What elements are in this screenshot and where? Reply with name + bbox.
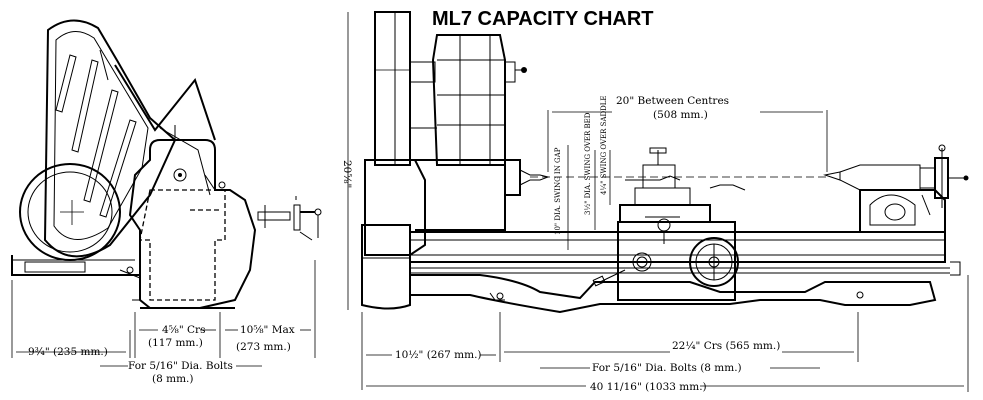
end-view — [11, 19, 257, 309]
dim-swing-saddle: 4¼" SWING OVER SADDLE — [600, 96, 608, 196]
front-view-dimensions: 20" Between Centres (508 mm.) 20⅝" 10" D… — [341, 12, 969, 393]
dim-left-bottom: 10½" (267 mm.) — [395, 349, 482, 361]
dim-max: 10⅝" Max — [240, 324, 295, 336]
dim-left-length: 9¾" (235 mm.) — [28, 346, 108, 358]
dim-between-centres: 20" Between Centres — [616, 95, 729, 107]
countershaft-pulley — [374, 11, 411, 166]
bed-feet — [409, 274, 937, 314]
dim-overall: 40 11/16" (1033 mm.) — [590, 381, 707, 393]
lathe-bed — [409, 231, 946, 263]
dim-bolts-right: For 5/16" Dia. Bolts (8 mm.) — [592, 362, 742, 374]
dim-centres-large: 22¼" Crs (565 mm.) — [672, 340, 780, 352]
chart-title: ML7 CAPACITY CHART — [432, 8, 653, 30]
dim-centres-small-mm: (117 mm.) — [148, 337, 203, 349]
tool-view — [257, 196, 322, 241]
dim-swing-gap: 10" DIA. SWING IN GAP — [554, 147, 562, 235]
front-view — [361, 11, 969, 314]
end-view-dimensions: 9¾" (235 mm.) 4⅝" Crs (117 mm.) 10⅝" Max… — [11, 260, 316, 385]
dim-centres-small: 4⅝" Crs — [162, 324, 205, 336]
tailstock — [859, 189, 946, 233]
motor-pulley — [431, 34, 506, 166]
apron-handwheel — [689, 237, 739, 287]
dim-between-centres-mm: (508 mm.) — [653, 109, 708, 121]
headstock-front — [364, 159, 426, 256]
dim-bolts-left-mm: (8 mm.) — [152, 373, 193, 385]
drum-pulley — [19, 163, 121, 261]
dim-bolts-left: For 5/16" Dia. Bolts — [128, 360, 233, 372]
dim-height: 20⅝" — [341, 160, 353, 188]
dim-max-mm: (273 mm.) — [236, 341, 291, 353]
headstock-end — [128, 139, 257, 309]
pulley-guard — [43, 19, 177, 258]
dim-swing-bed: 3½" DIA. SWING OVER BED — [584, 112, 592, 215]
